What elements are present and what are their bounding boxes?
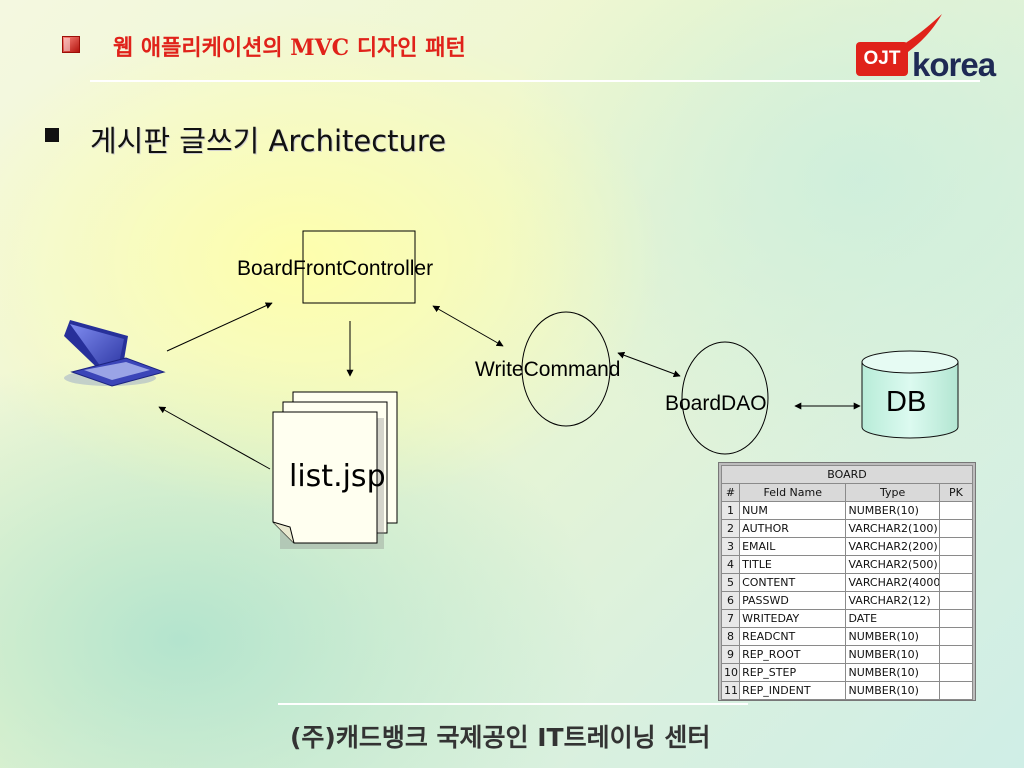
table-cell: NUMBER(10)	[845, 627, 940, 646]
logo-ojt-mark: OJT	[856, 42, 908, 76]
table-cell: 11	[720, 681, 741, 700]
table-cell	[938, 681, 974, 700]
board-column-header: Feld Name	[739, 483, 847, 502]
table-cell: 1	[720, 501, 741, 520]
title-divider	[90, 80, 980, 82]
table-cell: 4	[720, 555, 741, 574]
table-cell: REP_INDENT	[739, 681, 847, 700]
table-cell: 6	[720, 591, 741, 610]
table-cell	[938, 645, 974, 664]
table-cell: REP_STEP	[739, 663, 847, 682]
db-label: DB	[886, 386, 927, 418]
logo-korea-wordmark: korea	[912, 46, 996, 83]
board-column-header: Type	[845, 483, 940, 502]
table-cell: NUM	[739, 501, 847, 520]
table-cell: VARCHAR2(12)	[845, 591, 940, 610]
arrow-view-to-laptop	[158, 406, 271, 470]
table-cell: NUMBER(10)	[845, 501, 940, 520]
table-cell	[938, 573, 974, 592]
board-table-title: BOARD	[721, 465, 973, 484]
table-cell: VARCHAR2(500)	[845, 555, 940, 574]
database-cylinder-icon	[861, 350, 959, 439]
table-cell: NUMBER(10)	[845, 681, 940, 700]
table-cell: CONTENT	[739, 573, 847, 592]
table-cell	[938, 519, 974, 538]
board-column-header: #	[720, 483, 741, 502]
arrow-laptop-to-controller	[166, 302, 273, 352]
table-cell: VARCHAR2(200)	[845, 537, 940, 556]
controller-box	[302, 230, 416, 304]
slide-title: 웹 애플리케이션의 MVC 디자인 패턴	[113, 35, 466, 61]
table-cell: 2	[720, 519, 741, 538]
table-cell: PASSWD	[739, 591, 847, 610]
dao-label: BoardDAO	[665, 392, 767, 415]
arrow-controller-command	[432, 305, 504, 347]
table-cell: NUMBER(10)	[845, 645, 940, 664]
footer-text: (주)캐드뱅크 국제공인 IT트레이닝 센터	[290, 723, 711, 752]
table-cell: WRITEDAY	[739, 609, 847, 628]
table-cell: REP_ROOT	[739, 645, 847, 664]
table-cell: 8	[720, 627, 741, 646]
board-column-header: PK	[938, 483, 974, 502]
table-cell	[938, 537, 974, 556]
table-cell: VARCHAR2(100)	[845, 519, 940, 538]
table-cell: DATE	[845, 609, 940, 628]
subtitle-bullet-icon	[45, 128, 59, 142]
table-cell: 9	[720, 645, 741, 664]
table-cell	[938, 663, 974, 682]
slide-bullet-icon	[62, 36, 80, 53]
table-cell	[938, 609, 974, 628]
table-cell: 7	[720, 609, 741, 628]
footer-divider	[278, 703, 748, 705]
table-cell: AUTHOR	[739, 519, 847, 538]
table-cell: 10	[720, 663, 741, 682]
view-label: list.jsp	[289, 459, 386, 494]
table-cell: 5	[720, 573, 741, 592]
table-cell	[938, 501, 974, 520]
table-cell: TITLE	[739, 555, 847, 574]
arrow-command-dao	[617, 351, 681, 378]
table-cell	[938, 555, 974, 574]
slide-subtitle: 게시판 글쓰기 Architecture	[90, 124, 447, 158]
ojt-korea-logo: OJT korea	[850, 12, 996, 90]
document-stack-icon	[272, 391, 398, 549]
command-ellipse	[521, 311, 611, 427]
command-label: WriteCommand	[475, 358, 621, 381]
table-cell: VARCHAR2(4000	[845, 573, 940, 592]
table-cell	[938, 591, 974, 610]
laptop-icon	[64, 320, 166, 387]
table-cell: NUMBER(10)	[845, 663, 940, 682]
table-cell: READCNT	[739, 627, 847, 646]
controller-label: BoardFrontController	[237, 257, 434, 280]
table-cell	[938, 627, 974, 646]
dao-ellipse	[681, 341, 769, 455]
table-cell: 3	[720, 537, 741, 556]
table-cell: EMAIL	[739, 537, 847, 556]
